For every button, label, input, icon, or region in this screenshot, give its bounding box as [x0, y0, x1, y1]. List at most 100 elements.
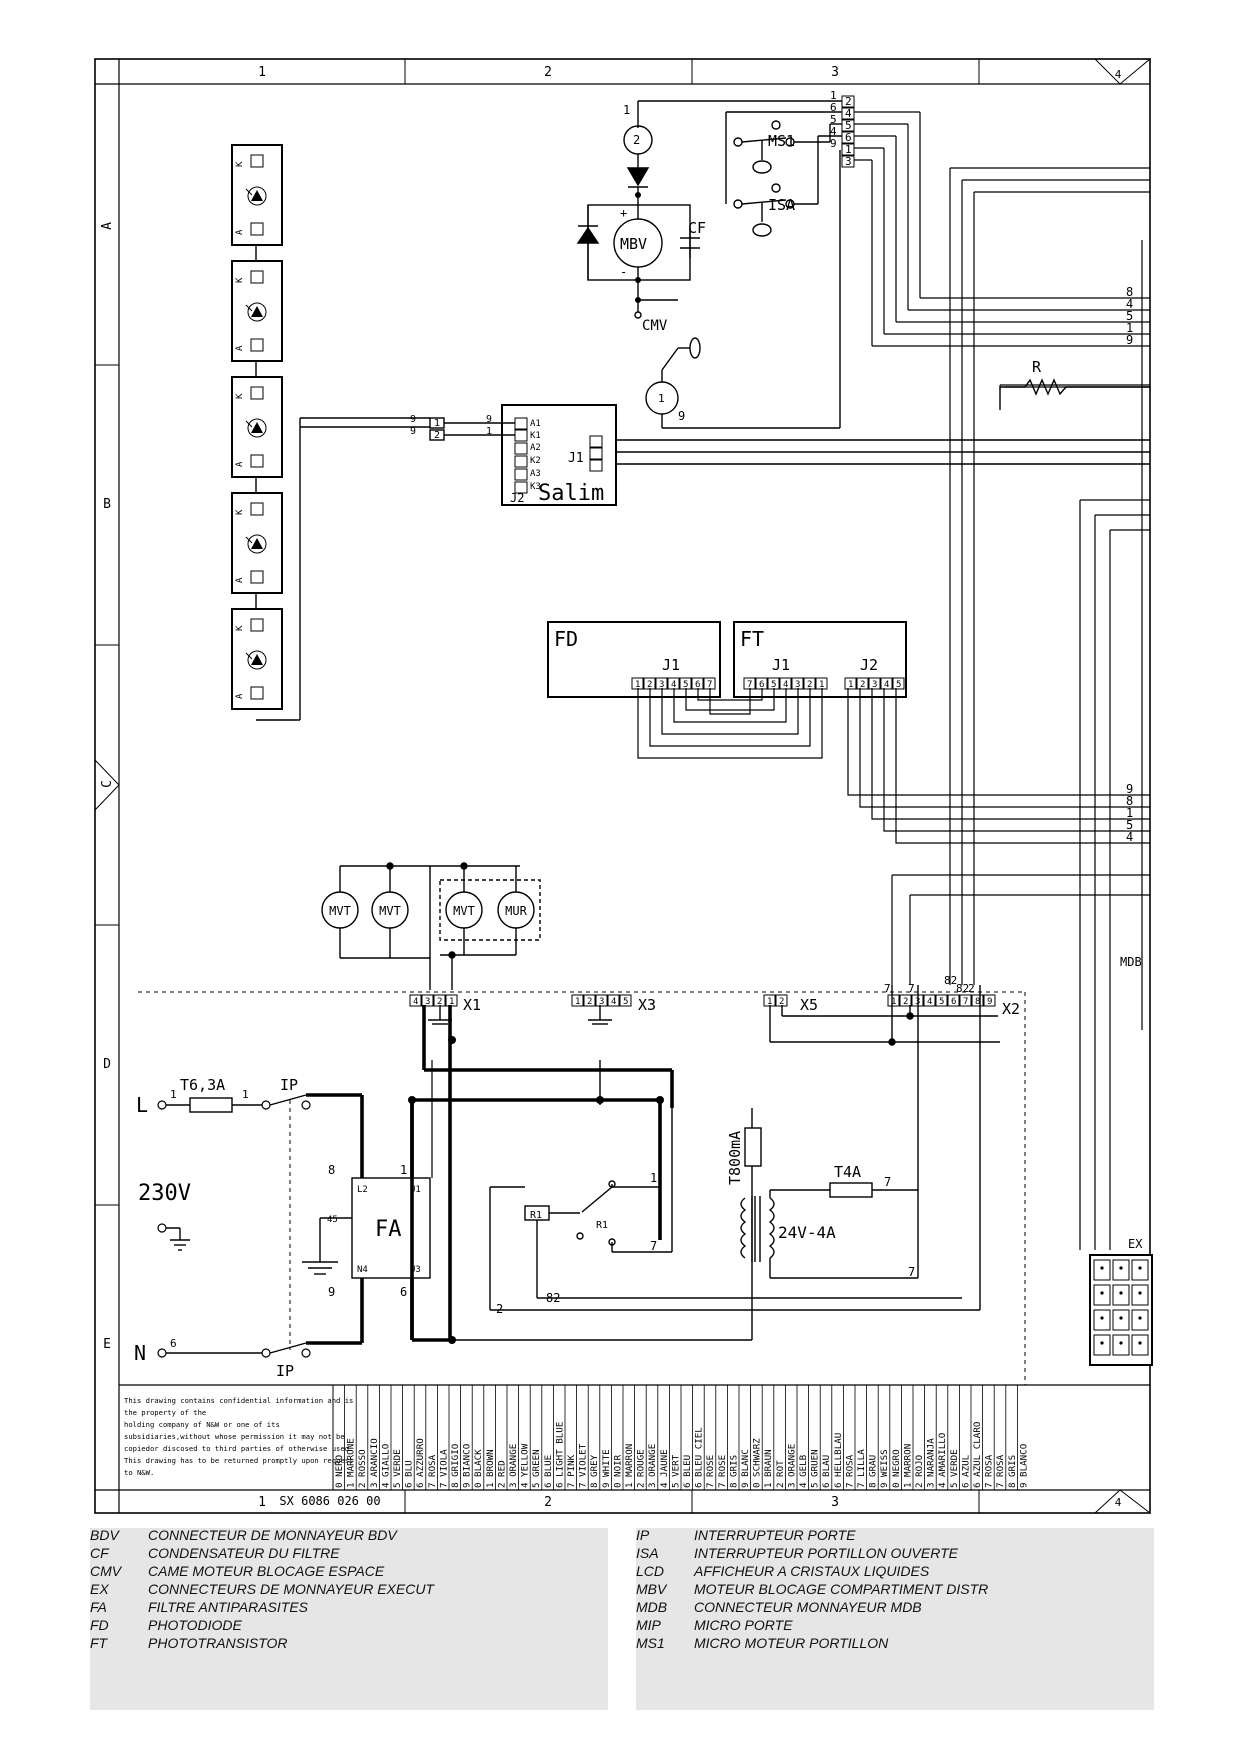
pin-number: 8	[975, 997, 980, 1007]
pin	[856, 677, 869, 690]
wire-number: 7	[908, 1265, 915, 1279]
ex-pin	[1112, 1284, 1130, 1306]
ex-pin	[1112, 1259, 1130, 1281]
wire-number: 2	[968, 982, 975, 995]
fa-pin-label: U3	[410, 1265, 421, 1275]
j2-label: J2	[510, 491, 524, 505]
x1-pin	[421, 994, 434, 1007]
color-code-entry: 8 GRAU	[868, 1455, 879, 1488]
led-diode	[251, 422, 263, 433]
led-terminal	[250, 454, 264, 468]
led-arrow	[245, 420, 253, 428]
color-code-entry: 9 WEISS	[879, 1449, 890, 1488]
x2-pin	[935, 994, 948, 1007]
led-block: KA	[231, 260, 283, 362]
legend-code: CMV	[90, 1563, 122, 1579]
led-k-label: K	[235, 277, 245, 283]
pin-number: 3	[599, 997, 604, 1007]
color-code-entry: 4 JAUNE	[659, 1449, 670, 1488]
ex-pin-dot	[1100, 1291, 1104, 1295]
color-code-entry: 9 BIANCO	[462, 1444, 473, 1488]
color-code-entry: 5 VERT	[670, 1454, 681, 1488]
pin-number: 2	[903, 997, 908, 1007]
color-code-entry: 5 GREEN	[531, 1449, 542, 1488]
led-terminal	[250, 222, 264, 236]
pin-number: 5	[623, 997, 628, 1007]
pin-number: 4	[884, 680, 889, 690]
led-icon	[247, 186, 267, 206]
x2-pin	[983, 994, 996, 1007]
wire-number: 8	[1126, 285, 1133, 299]
column-label: 4	[1115, 1496, 1122, 1509]
x3-pin	[619, 994, 632, 1007]
ex-pin	[1131, 1309, 1149, 1331]
row-label: E	[103, 1337, 111, 1352]
ex-connector	[1089, 1254, 1153, 1366]
pin-number: 4	[611, 997, 616, 1007]
wire-number: 4	[1126, 830, 1133, 844]
ex-pin	[1093, 1284, 1111, 1306]
svg-text:This drawing has to be returne: This drawing has to be returned promptly…	[124, 1456, 353, 1465]
row-label: C	[100, 780, 115, 788]
salim-labels: 99 12 91 A1 K1 A2 K2 A3 K3 Salim J2 J1	[410, 414, 604, 506]
row-label: A	[100, 222, 115, 230]
pin-number: 6	[951, 997, 956, 1007]
x2-wire-numbers: 7 7 82 82 2	[884, 974, 975, 995]
fa-terminal-label: 6	[400, 1285, 407, 1299]
polarity-minus: -	[620, 265, 627, 279]
color-code-entry: 0 NERO	[334, 1455, 345, 1488]
wire-number: 1	[1126, 321, 1133, 335]
pin-number: 5	[683, 680, 688, 690]
j1-label: J1	[772, 656, 790, 674]
led-icon	[247, 418, 267, 438]
color-code-entry: 7 VIOLA	[438, 1449, 449, 1488]
legend-description: CAME MOTEUR BLOCAGE ESPACE	[148, 1563, 385, 1579]
j2-label: J2	[860, 656, 878, 674]
wire-number: 4	[830, 125, 837, 138]
led-terminal	[250, 154, 264, 168]
pin	[844, 677, 857, 690]
x2-pin	[947, 994, 960, 1007]
drawing-frame	[94, 58, 1152, 1514]
frame-labels: 1 2 3 4 1 2 3 4 SX 6086 026 00 A B C D E	[100, 65, 1122, 1510]
legend-description: AFFICHEUR A CRISTAUX LIQUIDES	[694, 1563, 930, 1579]
confidential-notice: This drawing contains confidential infor…	[124, 1396, 353, 1477]
color-code-entry: 2 ROT	[775, 1460, 786, 1488]
pin-number: 3	[845, 155, 852, 168]
wire-number: 82	[956, 982, 969, 995]
color-code-entry: 0 SCHWARZ	[752, 1438, 763, 1488]
pin-number: 1	[635, 680, 640, 690]
x2-pin	[923, 994, 936, 1007]
led-k-label: K	[235, 625, 245, 631]
color-code-entry: 6 BLEU	[682, 1455, 693, 1488]
x-connector-labels: X1 X3 X5 X2	[463, 996, 1020, 1018]
column-label: 3	[831, 1495, 839, 1510]
color-code-entry: 1 BRAUN	[763, 1449, 774, 1488]
color-code-entry: 1 MARRONE	[346, 1438, 357, 1488]
color-code-entry: 7 ROSE	[717, 1455, 728, 1488]
led-terminal	[250, 502, 264, 516]
wire-number: 1	[170, 1088, 177, 1101]
column-label: 2	[544, 1495, 552, 1510]
mur-label: MUR	[505, 904, 527, 918]
salim-pins	[514, 417, 603, 494]
wire-number: 1	[486, 426, 492, 437]
ex-pin	[1093, 1334, 1111, 1356]
fa-pin-label: N4	[357, 1265, 368, 1275]
pin-number: 3	[425, 997, 430, 1007]
transformer-label: 24V-4A	[778, 1223, 836, 1242]
svg-text:subsidiaries,without whose per: subsidiaries,without whose permission it…	[124, 1432, 345, 1441]
legend-description: CONNECTEURS DE MONNAYEUR EXECUT	[148, 1581, 434, 1597]
fa-pin-label: L2	[357, 1185, 368, 1195]
color-code-entry: 4 AMARILLO	[937, 1433, 948, 1488]
legend-code: ISA	[636, 1545, 659, 1561]
pin-number: 7	[707, 680, 712, 690]
fa-label: FA	[375, 1217, 402, 1242]
color-code-entry: 1 BROWN	[485, 1449, 496, 1488]
pin-label: K1	[530, 431, 541, 441]
x1-pin	[409, 994, 422, 1007]
color-code-entry: 2 RED	[496, 1460, 507, 1488]
color-code-entry: 7 ROSA	[984, 1454, 995, 1488]
wire-number: 2	[496, 1302, 503, 1316]
